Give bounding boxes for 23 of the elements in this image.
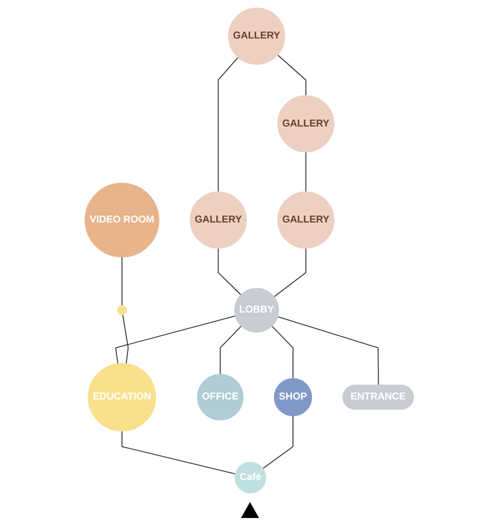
connector [122,256,123,306]
node-circle [117,304,128,315]
node-circle: EDUCATION [88,362,156,431]
connector [122,430,236,474]
node-circle: GALLERY [278,191,335,248]
node-circle: Café [234,461,266,493]
connector [278,54,307,96]
node-circle: GALLERY [190,191,248,248]
node-circle: GALLERY [228,7,286,64]
connector [122,314,129,364]
connector [262,414,294,468]
connector [218,247,242,295]
connector [274,247,307,297]
node-circle: SHOP [274,378,312,416]
connector [278,316,380,386]
node-circle: VIDEO ROOM [84,182,160,257]
node-circle: OFFICE [197,374,244,420]
connector [272,325,294,378]
connector [218,56,239,192]
node-circle: GALLERY [278,94,335,152]
connector [306,151,307,192]
connector [116,314,236,364]
connector [220,325,242,374]
